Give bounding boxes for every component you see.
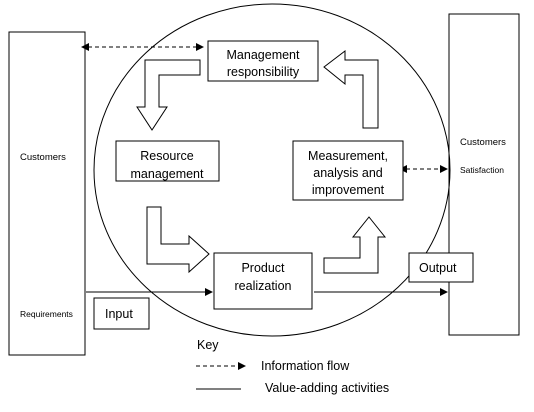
measurement-box-line2: analysis and xyxy=(313,166,383,180)
measurement-analysis-box xyxy=(292,140,404,201)
satisfaction-label: Satisfaction xyxy=(460,165,504,175)
product-box-line2: realization xyxy=(235,279,292,293)
continual-improvement-circle xyxy=(93,3,451,337)
product-box-line1: Product xyxy=(241,261,285,275)
measurement-box-line3: improvement xyxy=(312,183,385,197)
key-info-flow-label: Information flow xyxy=(261,359,350,373)
key-title: Key xyxy=(197,338,219,352)
product-realization-box xyxy=(213,252,313,310)
input-label: Input xyxy=(105,307,133,321)
output-label: Output xyxy=(419,261,457,275)
customers-right-label: Customers xyxy=(460,137,506,148)
block-arrow-management-to-resource xyxy=(136,59,201,131)
management-box-line1: Management xyxy=(227,48,300,62)
management-responsibility-box xyxy=(207,40,319,82)
key-value-adding-label: Value-adding activities xyxy=(265,381,389,395)
resource-management-box xyxy=(115,140,220,182)
measurement-box-line1: Measurement, xyxy=(308,149,388,163)
resource-box-line1: Resource xyxy=(140,149,194,163)
output-box xyxy=(408,252,474,283)
resource-box-line2: management xyxy=(131,167,204,181)
customers-left-label: Customers xyxy=(20,152,66,163)
customers-requirements-column xyxy=(8,31,86,356)
block-arrow-measurement-to-management xyxy=(323,49,379,129)
requirements-label: Requirements xyxy=(20,309,73,319)
input-box xyxy=(93,297,150,330)
management-box-line2: responsibility xyxy=(227,65,300,79)
block-arrow-resource-to-product xyxy=(146,206,210,274)
block-arrow-product-to-measurement xyxy=(323,216,387,274)
